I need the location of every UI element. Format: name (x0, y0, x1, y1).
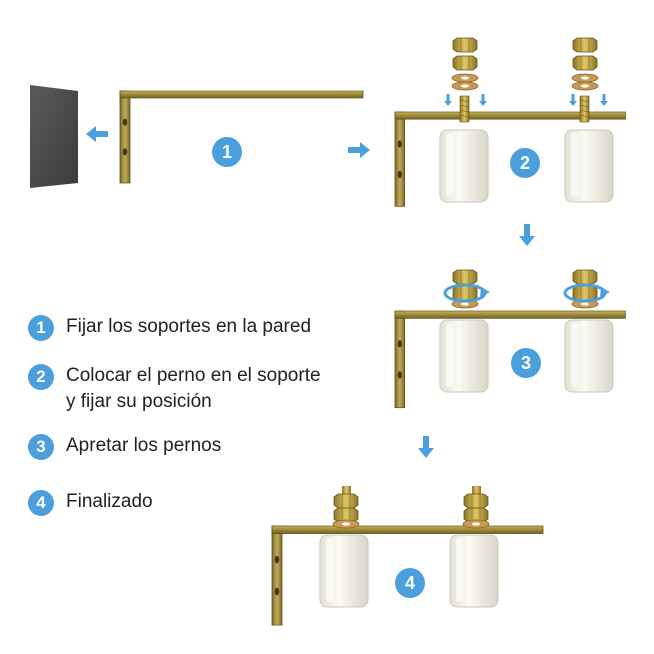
legend-text-4: Finalizado (66, 491, 153, 512)
down-arrow-icon (519, 224, 535, 246)
right-arrow-icon (348, 142, 370, 158)
l-bracket-icon (119, 90, 364, 184)
legend-text-1: Fijar los soportes en la pared (66, 316, 312, 337)
legend-number-3: 3 (28, 434, 54, 460)
step-1-group (30, 85, 370, 188)
legend-item-1: 1 Fijar los soportes en la pared (28, 314, 311, 341)
bolt-nut-washer-icon (332, 486, 360, 529)
legend-number-1: 1 (28, 315, 54, 341)
step-badge-2: 2 (510, 148, 540, 178)
step-2-group (394, 37, 626, 246)
step-3-group (394, 269, 626, 458)
step-4-group (271, 486, 544, 626)
legend-item-2: 2 Colocar el perno en el soporte y fijar… (28, 363, 321, 415)
step-badge-1: 1 (212, 137, 242, 167)
legend-number-4: 4 (28, 490, 54, 516)
white-roller-icon (319, 534, 369, 608)
step-badge-4: 4 (395, 568, 425, 598)
bolt-nut-washer-icon (443, 269, 490, 309)
white-roller-icon (439, 319, 489, 393)
white-roller-icon (564, 129, 614, 203)
white-roller-icon (449, 534, 499, 608)
left-arrow-icon (86, 126, 108, 142)
white-roller-icon (439, 129, 489, 203)
bolt-nut-washer-icon (462, 486, 490, 529)
bolt-nut-washer-icon (563, 269, 610, 309)
bolt-nut-washer-icon (569, 37, 608, 123)
white-roller-icon (564, 319, 614, 393)
down-arrow-icon (418, 436, 434, 458)
legend-item-3: 3 Apretar los pernos (28, 433, 221, 460)
l-bracket-icon (271, 525, 544, 626)
bolt-nut-washer-icon (444, 37, 487, 123)
legend-number-2: 2 (28, 364, 54, 390)
legend-text-2: Colocar el perno en el soporte y fijar s… (66, 365, 321, 412)
wall-plate-icon (30, 85, 78, 188)
step-badge-3: 3 (511, 348, 541, 378)
legend-item-4: 4 Finalizado (28, 489, 153, 516)
legend-text-3: Apretar los pernos (66, 435, 222, 456)
